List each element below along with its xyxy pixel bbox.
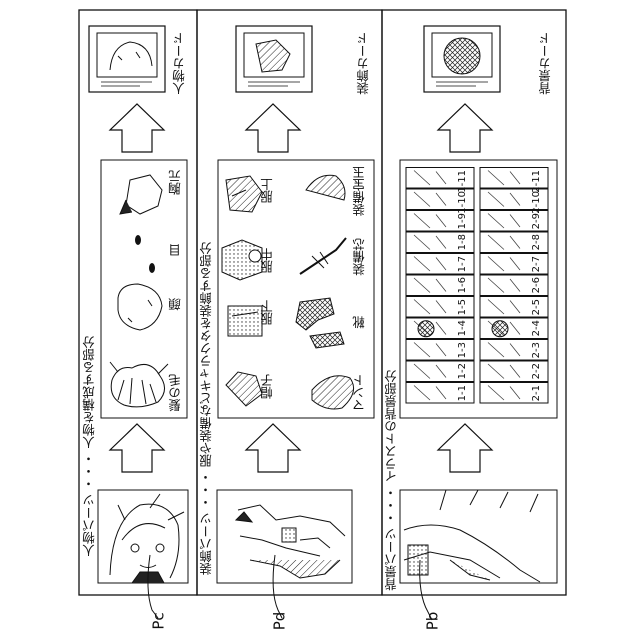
- person-parts-panel: [89, 26, 188, 618]
- lower-clothes-part: [228, 306, 262, 336]
- ref-label-pd: Pd: [270, 612, 288, 631]
- person-flow-arrow-2: [110, 104, 164, 152]
- part-label-lower-clothes: 服下: [262, 300, 275, 325]
- part-label-upper-clothes: 服上: [262, 178, 275, 203]
- person-flow-arrow-1: [110, 424, 164, 472]
- background-tile-label: 2-8: [532, 234, 542, 250]
- part-label-face: 顔: [170, 298, 183, 311]
- panel-header-person: 人物パーツ ・・・ 人物を構成する部分: [84, 336, 97, 556]
- background-tile-label: 1-4: [458, 320, 468, 336]
- background-card: [424, 26, 500, 92]
- background-tile-label: 1-2: [458, 363, 468, 379]
- card-label-person: 人物カード: [174, 32, 187, 95]
- background-tile-label: 1-7: [458, 256, 468, 272]
- ref-label-pc: Pc: [150, 612, 168, 629]
- background-flow-arrow-2: [438, 104, 492, 152]
- part-label-chest: 胸元: [170, 170, 183, 195]
- card-label-decoration: 装飾カード: [358, 32, 371, 95]
- part-label-eyes: 目: [170, 244, 183, 257]
- ref-label-pb: Pb: [423, 612, 441, 631]
- background-tile-label: 2-1: [532, 385, 542, 401]
- part-label-cape: マント: [354, 374, 367, 412]
- person-card: [89, 26, 165, 92]
- decoration-parts-panel: [217, 26, 374, 618]
- background-tile-label: 2-3: [532, 342, 542, 358]
- decoration-flow-arrow-1: [246, 424, 300, 472]
- background-tile-label: 1-6: [458, 277, 468, 293]
- part-label-equipment-core: 装備芯: [354, 238, 367, 276]
- background-tile-label: 2-4: [532, 320, 542, 336]
- background-tile-label: 2-7: [532, 256, 542, 272]
- background-tile-globe: [418, 321, 434, 337]
- background-tile-label: 1-10: [458, 191, 468, 214]
- background-tile-label: 1-3: [458, 342, 468, 358]
- part-label-shoes: 靴: [354, 316, 367, 329]
- middle-clothes-part: [222, 240, 262, 280]
- panel-header-decoration: 装飾パーツ ・・・ 服や装備などキャラクタを装飾する部分: [201, 242, 214, 575]
- background-tile-label: 2-2: [532, 363, 542, 379]
- background-tile-label: 1-5: [458, 299, 468, 315]
- background-tile-label: 1-9: [458, 213, 468, 229]
- part-label-hair: 髪の毛: [170, 374, 183, 412]
- part-label-hat: 帽子: [262, 374, 275, 399]
- part-label-equipment-gem: 装備宝玉: [354, 166, 367, 216]
- background-tile-label: 2-6: [532, 277, 542, 293]
- decoration-card: [236, 26, 312, 92]
- decoration-flow-arrow-2: [246, 104, 300, 152]
- person-source-illustration: [98, 490, 188, 583]
- background-tile-label: 2-11: [532, 170, 542, 193]
- card-label-background: 背景カード: [540, 32, 553, 95]
- background-flow-arrow-1: [438, 424, 492, 472]
- background-tile-label: 2-9: [532, 213, 542, 229]
- background-tile-label: 1-11: [458, 170, 468, 193]
- background-tile-label: 2-5: [532, 299, 542, 315]
- background-tile-label: 2-10: [532, 191, 542, 214]
- part-label-middle-clothes: 服中: [262, 248, 275, 273]
- panel-header-background: 背景パーツ ・・・ イラストの背景部分: [386, 370, 399, 590]
- background-tile-label: 1-1: [458, 385, 468, 401]
- background-tile-label: 1-8: [458, 234, 468, 250]
- background-tile-globe: [492, 321, 508, 337]
